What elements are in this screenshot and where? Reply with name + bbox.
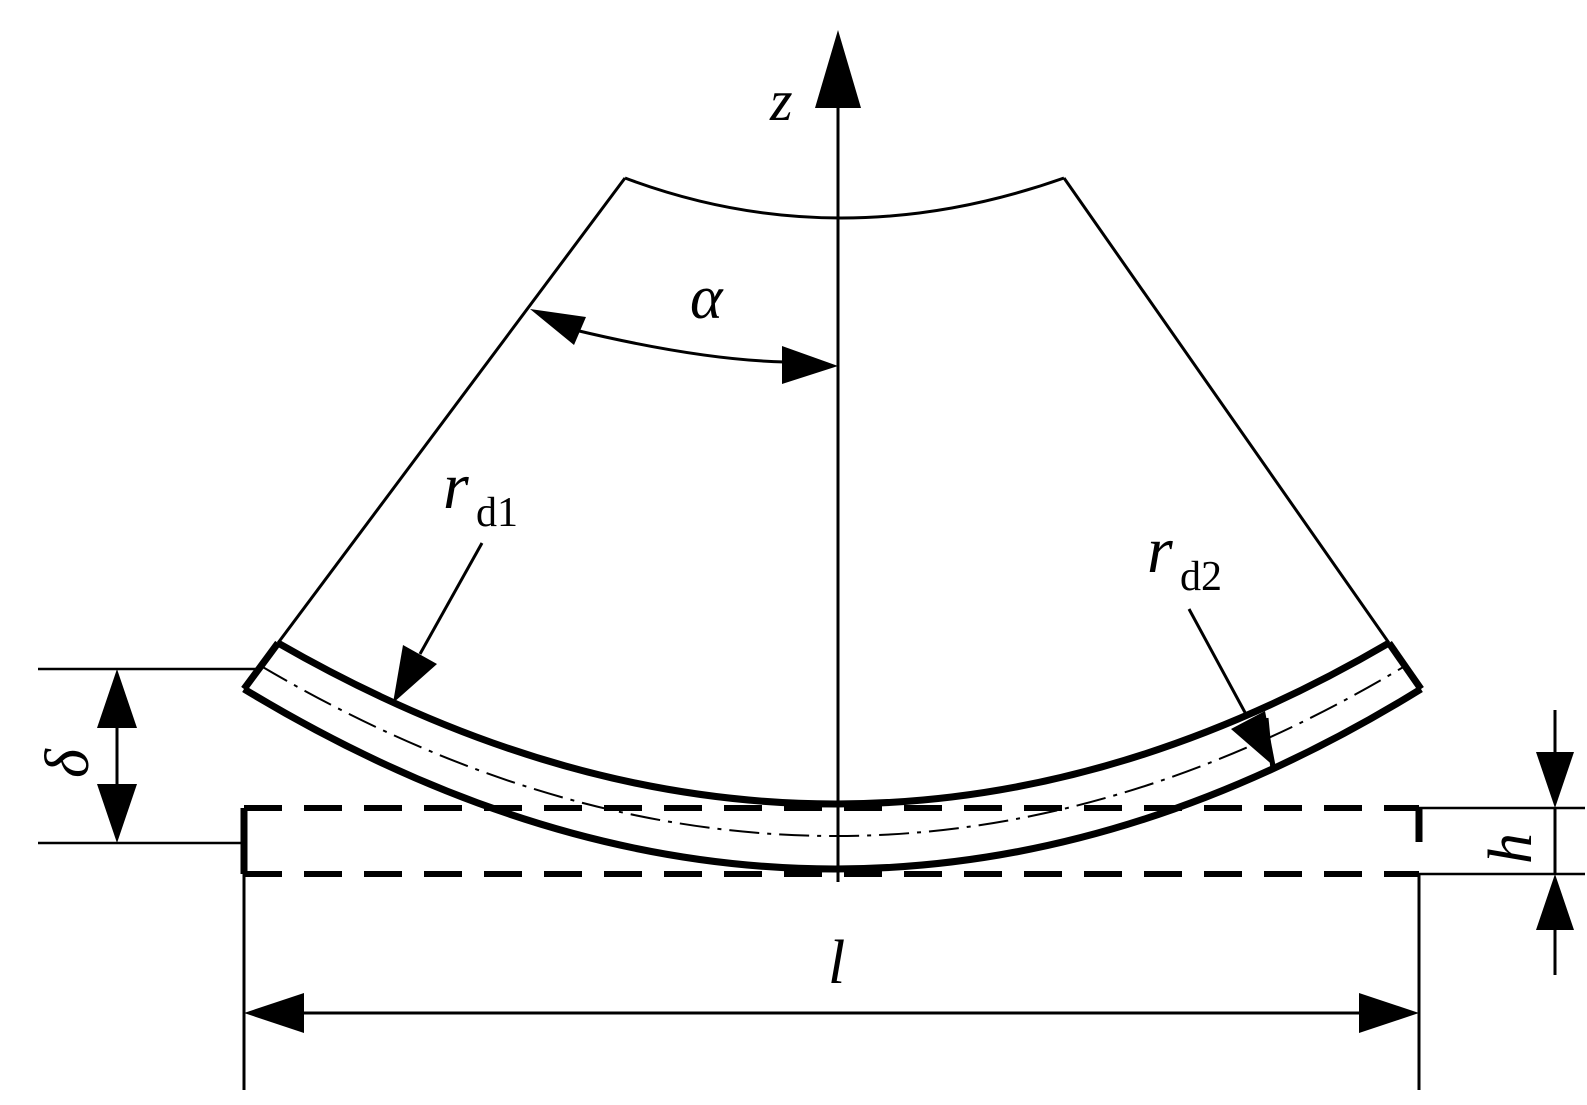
delta-label: δ [34,748,102,778]
l-arrowhead-right [1359,993,1419,1033]
sector-left-edge [276,177,627,644]
rd1-label-sub: d1 [476,490,518,536]
l-dimension: l [242,874,1421,1090]
rd2-leader-line [1187,608,1250,719]
rd1-arrowhead [393,645,437,703]
l-arrowhead-left [244,993,304,1033]
sector-outline [276,176,1391,644]
rd1-label-main: r [443,450,469,523]
rd2-label-main: r [1147,514,1173,587]
alpha-arrowhead-right [782,346,838,384]
alpha-arrowhead-left [530,309,586,345]
rd2-label-sub: d2 [1180,554,1222,600]
z-axis-label: z [769,68,793,133]
alpha-angle-dimension: α [530,264,838,384]
alpha-arc [574,328,786,364]
h-dimension: h [1419,710,1585,975]
rd1-leader: r d1 [393,450,518,703]
h-arrowhead-bottom [1536,874,1574,930]
delta-arrowhead-bottom [97,784,137,843]
z-axis-arrowhead [815,30,861,108]
alpha-label: α [690,264,724,332]
dashed-base [240,805,1423,877]
rd2-end-tick [1265,717,1274,771]
rd2-arrowhead [1231,711,1276,768]
bent-layer-centerline [260,665,1406,837]
l-label: l [828,929,845,997]
rd1-leader-line [418,542,484,655]
sector-top-arc [624,176,1065,220]
sector-right-edge [1062,177,1391,644]
bent-layer-inner-edge [276,639,1391,808]
bent-layer-outer-edge [242,686,1423,873]
z-axis: z [769,30,861,882]
delta-dimension: δ [34,667,262,845]
h-arrowhead-top [1536,752,1574,808]
rd2-leader: r d2 [1147,514,1276,771]
delta-arrowhead-top [97,669,137,728]
h-label: h [1477,833,1545,864]
bent-layer [241,639,1424,873]
